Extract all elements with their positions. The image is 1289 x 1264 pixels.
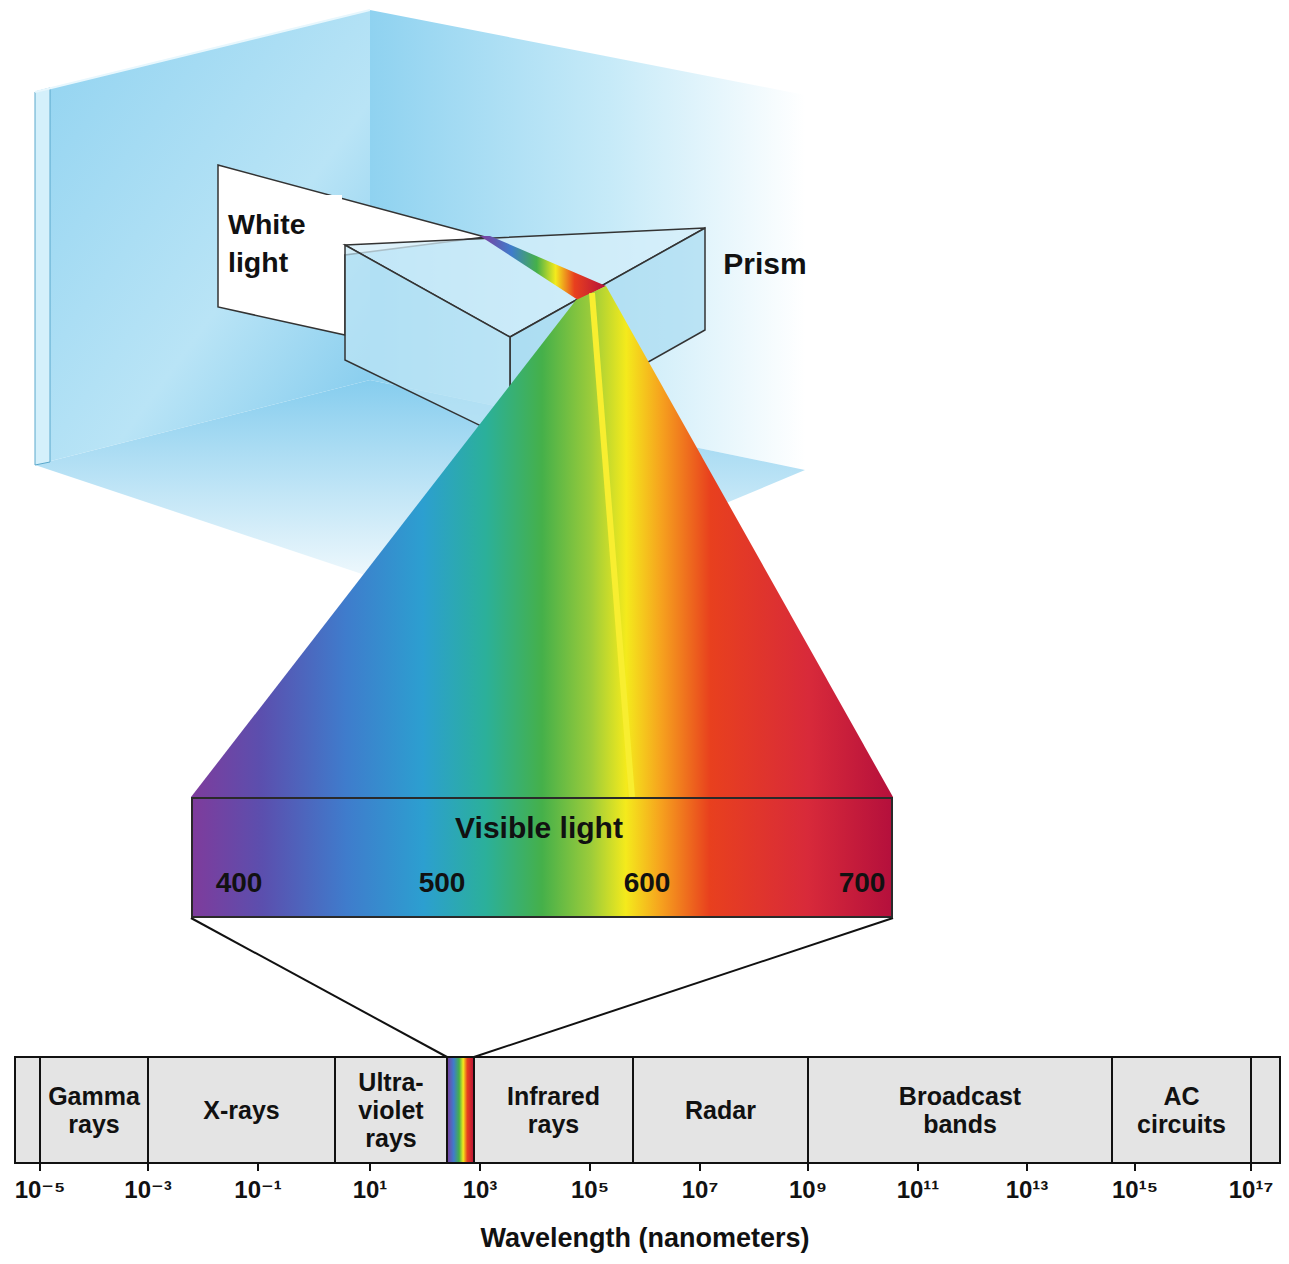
wavelength-tick: 600	[624, 867, 671, 899]
spectrum-band: X-rays	[148, 1057, 335, 1163]
wavelength-tick: 400	[216, 867, 263, 899]
axis-tick-label: 10¹⁷	[1229, 1175, 1274, 1205]
prism-front-face	[345, 245, 510, 440]
band-dividers	[40, 1057, 1251, 1163]
wavelength-tick: 700	[839, 867, 886, 899]
spectrum-fan	[191, 286, 893, 797]
band-label: Ultra-violet rays	[337, 1068, 445, 1152]
yellow-ray	[592, 293, 632, 797]
band-label: Infrared rays	[484, 1082, 624, 1138]
axis-tick-label: 10⁻⁵	[15, 1175, 66, 1205]
light-beam	[480, 236, 606, 300]
spectrum-band: Gamma rays	[40, 1057, 148, 1163]
axis-tick-label: 10⁻³	[124, 1175, 171, 1205]
axis-tick-label: 10⁹	[789, 1175, 827, 1205]
axis-tick-label: 10¹³	[1006, 1175, 1049, 1205]
band-title: Visible light	[455, 811, 623, 845]
axis-tick-label: 10¹	[353, 1175, 388, 1205]
axis-tick-label: 10⁵	[571, 1175, 609, 1205]
wall-top-edge	[35, 10, 370, 92]
spectrum-bar	[15, 1057, 1280, 1163]
axis-tick-label: 10¹¹	[897, 1175, 940, 1205]
visible-slot	[447, 1058, 474, 1162]
card-label: White light	[228, 205, 340, 281]
wall-edge	[35, 88, 50, 465]
spectrum-band: AC circuits	[1112, 1057, 1251, 1163]
axis-ticks	[40, 1163, 1251, 1171]
visible-light-band: Visible light 400 500 600 700	[191, 797, 893, 918]
axis-tick-label: 10⁷	[682, 1175, 719, 1205]
band-label: Broadcast bands	[875, 1082, 1045, 1138]
band-label: Radar	[685, 1096, 756, 1124]
spectrum-band: Ultra-violet rays	[335, 1057, 447, 1163]
spectrum-band: Radar	[633, 1057, 808, 1163]
band-label: X-rays	[203, 1096, 279, 1124]
axis-tick-label: 10⁻¹	[234, 1175, 281, 1205]
axis-tick-label: 10¹⁵	[1112, 1175, 1158, 1205]
back-wall	[35, 10, 370, 465]
band-label: AC circuits	[1127, 1082, 1237, 1138]
axis-title: Wavelength (nanometers)	[480, 1222, 809, 1255]
spectrum-band: Infrared rays	[474, 1057, 633, 1163]
wavelength-tick: 500	[419, 867, 466, 899]
axis-tick-label: 10³	[463, 1175, 498, 1205]
spectrum-band: Broadcast bands	[808, 1057, 1112, 1163]
part-label: Prism	[723, 246, 806, 282]
band-label: Gamma rays	[44, 1082, 144, 1138]
zoom-leader	[191, 918, 447, 1057]
light-source-card: White light	[228, 195, 342, 290]
zoom-leader	[474, 918, 893, 1057]
